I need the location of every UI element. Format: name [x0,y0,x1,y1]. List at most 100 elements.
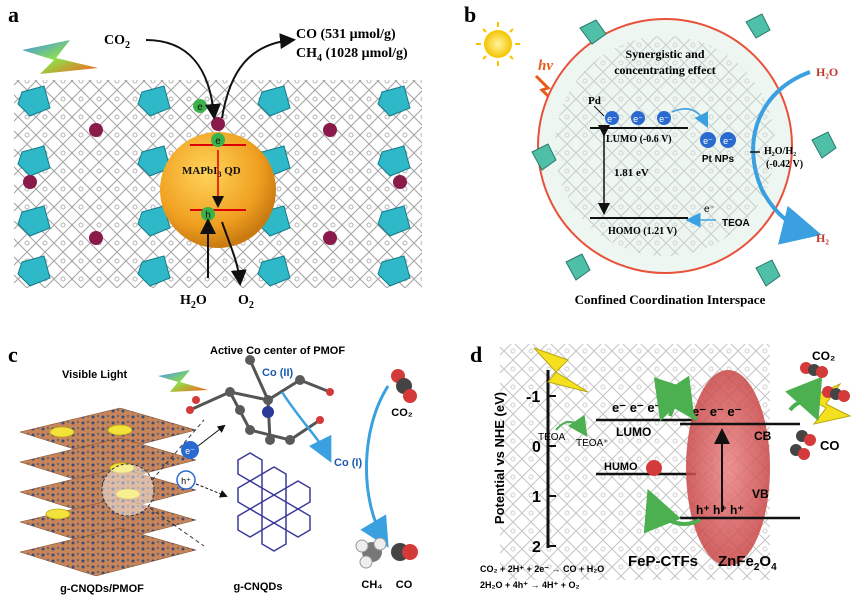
co2-reduction-arrow [785,376,823,422]
electron-marker [181,441,199,459]
effect-label-line1: Synergistic and [625,47,704,61]
svg-text:e⁻: e⁻ [633,114,643,124]
pt-electrons: e⁻ e⁻ [700,132,736,148]
cluster-column-1 [17,85,51,287]
znfe2o4-label: ZnFe2O4 [718,553,777,573]
panel-b: b hν Synergistic and concentrating [464,2,838,307]
panel-a: a [8,2,422,311]
panel-d: d -1 0 1 2 Potential vs NHE (eV) e⁻ e⁻ e… [470,342,852,590]
lumo-electrons: e⁻ e⁻ e⁻ [612,400,662,415]
co-label: CO [396,579,413,591]
lumo-electrons: e⁻ e⁻ e⁻ [605,111,671,125]
tick-label: 2 [532,539,541,556]
panel-c: c Active Co center of PMOF Visible Light… [8,342,418,595]
lightning-icon [22,40,98,74]
cb-label: CB [754,429,772,443]
water-reduction-arrow [751,70,822,245]
co2-molecule-icon [391,369,417,403]
vb-label: VB [752,487,769,501]
h2-label: H₂ [816,231,829,245]
qd-label: MAPbI3 QD [182,165,241,179]
tick-label: 1 [532,489,541,506]
teoa-oxidation-arrow [555,414,588,437]
electron-transfer-arrow-2 [655,375,695,420]
panel-a-letter: a [8,2,19,27]
hole-arrow [195,483,228,498]
humo-label: HUMO [604,461,638,473]
co2-molecule-icons [800,362,850,402]
ch4-molecule-icon [355,537,387,569]
redox-label-line1: H₂O/H₂ [764,146,796,157]
oxidation-equation: 2H₂O + 4h⁺ → 4H⁺ + O₂ [480,580,580,590]
electron-arrow [197,424,226,447]
panel-c-letter: c [8,342,18,367]
cb-electrons: e⁻ e⁻ e⁻ [692,404,742,419]
co-molecule-icon [391,543,418,561]
hole-marker [176,470,196,490]
h2o-label: H2O [180,293,207,311]
y-axis-label: Potential vs NHE (eV) [492,392,507,524]
electron-marker-qd [211,133,225,147]
electron-label-qd: e [215,136,221,147]
electron-label: e⁻ [185,446,195,456]
electron-transfer-arrow [671,108,709,129]
ch4-label: CH₄ [361,579,382,591]
teoa-label: TEOA [538,432,566,443]
hole-transfer-arrow [643,488,701,534]
pd-label: Pd [588,95,601,107]
hv-label: hν [538,58,553,74]
co2-label: CO₂ [812,349,835,363]
o2-out-arrow [221,221,247,286]
co-center [262,406,274,418]
hole-label: h⁺ [181,476,191,486]
tick-label: -1 [526,389,540,406]
electron-marker-top [193,99,207,113]
co-label: CO [820,438,840,453]
co-molecule-icons [790,430,816,460]
fe-center [646,460,662,476]
pd-pointer [593,105,605,117]
mof-cluster-columns [17,85,411,287]
effect-label-line2: concentrating effect [614,63,716,77]
teoa-label: TEOA [722,218,750,229]
lightning-icon [158,370,208,392]
magnifier-circle [101,463,155,517]
pt-label: Pt NPs [702,154,735,165]
sun-icon [476,22,520,66]
vb-holes: h⁺ h⁺ h⁺ [696,503,744,517]
panel-d-letter: d [470,342,482,367]
zoom-line-top [151,419,205,481]
co-i-label: Co (I) [334,457,362,469]
svg-text:e⁻: e⁻ [703,136,713,146]
znfe2o4-particle [686,370,770,566]
composite-label: g-CNQDs/PMOF [60,583,144,595]
co-ii-label: Co (II) [262,367,293,379]
y-ticks [548,395,556,547]
cluster-column-4 [377,85,411,287]
cnqd-molecule [237,452,311,552]
corner-clusters [531,13,837,287]
gap-label: 1.81 eV [614,167,649,179]
svg-text:e⁻: e⁻ [723,136,733,146]
cnqd-disks [45,424,141,520]
co2-molecule-label: CO₂ [391,407,413,419]
reduction-equation: CO₂ + 2H⁺ + 2e⁻ → CO + H₂O [480,564,604,574]
metal-sites [23,123,407,245]
electron-label-top: e [197,102,203,113]
h2o-label: H₂O [816,65,838,79]
redox-label-line2: (-0.42 V) [766,159,803,170]
fep-ctf-label: FeP-CTFs [628,553,698,570]
pmof-molecule [186,355,334,445]
co-product-label: CO (531 μmol/g) [296,27,396,42]
co2-in-arrow [145,39,221,120]
teoa-electron: e⁻ [704,204,715,215]
homo-label: HOMO (1.21 V) [608,226,677,237]
tick-label: 0 [532,439,541,456]
co2-label: CO2 [104,33,130,51]
svg-text:e⁻: e⁻ [659,114,669,124]
panel-c-title: Active Co center of PMOF [210,345,345,357]
hole-label: h [205,210,211,221]
o2-label: O2 [238,293,254,311]
cluster-column-2 [137,85,171,287]
products-out-arrow [221,33,296,119]
